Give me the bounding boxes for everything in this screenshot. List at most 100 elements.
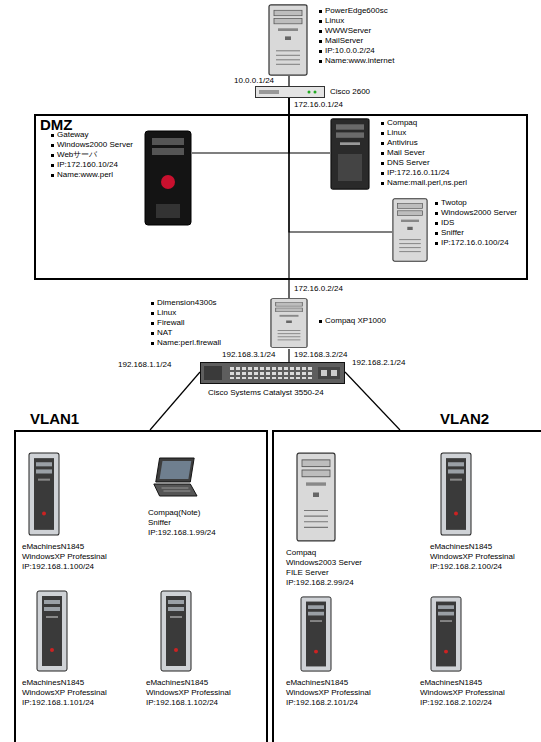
spec-line: Firewall	[150, 318, 185, 328]
vlan-box: CompaqWindows2003 ServerFILE ServerIP:19…	[272, 430, 541, 742]
spec-line: IP:172.16.0.11/24	[380, 168, 450, 178]
server-node: GatewayWindows2000 ServerWebサーバIP:172.16…	[48, 126, 192, 228]
firewall-node: Dimension4300sLinuxFirewallNATName:perl.…	[150, 298, 388, 349]
spec-line: Name:mail.perl,ns.perl	[380, 178, 467, 188]
address-label: 192.168.3.2/24	[294, 350, 347, 360]
spec-line: PowerEdge600sc	[318, 6, 388, 16]
server-tower	[145, 131, 191, 225]
spec-line: Name:www.perl	[50, 170, 113, 180]
spec-line: IP:192.168.1.102/24	[146, 698, 218, 708]
network-link	[345, 372, 400, 430]
spec-line: IP:10.0.0.2/24	[318, 46, 375, 56]
spec-line: IP:192.168.1.100/24	[22, 562, 94, 572]
server-tower	[297, 453, 335, 541]
vlan-heading: VLAN2	[440, 410, 489, 427]
spec-line: eMachinesN1845	[146, 678, 208, 688]
network-link	[289, 98, 392, 232]
spec-line: WindowsXP Professinal	[420, 688, 505, 698]
pc-tower	[431, 597, 461, 671]
spec-line: IDS	[434, 218, 454, 228]
spec-line: IP:172.16.0.100/24	[434, 238, 509, 248]
spec-line: Sniffer	[148, 518, 171, 528]
spec-line: Windows2000 Server	[434, 208, 517, 218]
spec-line: WWWServer	[318, 26, 371, 36]
spec-line: Name:perl.firewall	[150, 338, 221, 348]
spec-line: Compaq	[380, 118, 417, 128]
pc-node: eMachinesN1845WindowsXP ProfessinalIP:19…	[430, 452, 517, 573]
vlan-heading: VLAN1	[30, 410, 79, 427]
network-link	[288, 76, 289, 86]
server-node: CompaqWindows2003 ServerFILE ServerIP:19…	[286, 452, 365, 589]
pc-node: eMachinesN1845WindowsXP ProfessinalIP:19…	[146, 590, 233, 709]
server-tower	[331, 119, 369, 189]
switch-node: Cisco Systems Catalyst 3550-24	[200, 362, 345, 399]
spec-line: eMachinesN1845	[420, 678, 482, 688]
zone-heading: DMZ	[40, 116, 73, 133]
spec-line: WindowsXP Professinal	[22, 552, 107, 562]
address-label: 192.168.3.1/24	[222, 350, 275, 360]
zone-box: GatewayWindows2000 ServerWebサーバIP:172.16…	[34, 114, 528, 280]
server-tower	[269, 5, 307, 75]
spec-line: IP:192.168.1.99/24	[148, 528, 216, 538]
spec-line: DNS Server	[380, 158, 430, 168]
device-name: Cisco Systems Catalyst 3550-24	[208, 388, 324, 398]
pc-tower	[37, 591, 67, 671]
pc-tower	[441, 453, 471, 535]
address-label: 10.0.0.1/24	[234, 76, 274, 86]
spec-line: FILE Server	[286, 568, 329, 578]
switch-icon	[201, 363, 345, 384]
server-node: PowerEdge600scLinuxWWWServerMailServerIP…	[268, 4, 397, 76]
address-label: 172.16.0.2/24	[294, 284, 343, 294]
spec-line: eMachinesN1845	[22, 542, 84, 552]
pc-node: eMachinesN1845WindowsXP ProfessinalIP:19…	[22, 452, 109, 573]
server-tower	[393, 199, 427, 261]
spec-line: Webサーバ	[50, 150, 97, 160]
network-link	[150, 372, 200, 430]
pc-node: eMachinesN1845WindowsXP ProfessinalIP:19…	[420, 596, 507, 709]
address-label: 192.168.2.1/24	[352, 358, 405, 368]
address-label: 172.16.0.1/24	[294, 100, 343, 110]
spec-line: eMachinesN1845	[22, 678, 84, 688]
server-node: CompaqLinuxAntivirusMail SeverDNS Server…	[330, 118, 470, 190]
server-node: TwotopWindows2000 ServerIDSSnifferIP:172…	[392, 196, 520, 264]
pc-tower	[29, 453, 59, 535]
spec-line: MailServer	[318, 36, 363, 46]
spec-line: Name:www.internet	[318, 56, 394, 66]
spec-line: IP:192.168.2.101/24	[286, 698, 358, 708]
vlan-box: eMachinesN1845WindowsXP ProfessinalIP:19…	[14, 430, 268, 742]
spec-line: Dimension4300s	[150, 298, 217, 308]
spec-line: Linux	[318, 16, 344, 26]
spec-line: WindowsXP Professinal	[286, 688, 371, 698]
spec-line: IP:172.160.10/24	[50, 160, 118, 170]
spec-line: Compaq(Note)	[148, 508, 200, 518]
spec-line: eMachinesN1845	[286, 678, 348, 688]
spec-line: Windows2003 Server	[286, 558, 362, 568]
laptop-icon	[154, 458, 197, 496]
pc-tower	[301, 597, 331, 671]
spec-line: IP:192.168.1.101/24	[22, 698, 94, 708]
spec-line: NAT	[150, 328, 172, 338]
spec-line: WindowsXP Professinal	[146, 688, 231, 698]
pc-tower	[161, 591, 191, 671]
network-link	[288, 98, 289, 298]
spec-line: IP:192.168.2.102/24	[420, 698, 492, 708]
spec-line: Linux	[150, 308, 176, 318]
firewall-tower	[271, 299, 307, 348]
network-link	[288, 349, 289, 362]
network-link	[192, 98, 289, 153]
spec-line: WindowsXP Professinal	[430, 552, 515, 562]
pc-node: eMachinesN1845WindowsXP ProfessinalIP:19…	[286, 596, 373, 709]
spec-line: Twotop	[434, 198, 467, 208]
spec-line: IP:192.168.2.99/24	[286, 578, 354, 588]
spec-line: Compaq	[286, 548, 316, 558]
spec-line: Sniffer	[434, 228, 464, 238]
spec-line: WindowsXP Professinal	[22, 688, 107, 698]
spec-line: Windows2000 Server	[50, 140, 133, 150]
spec-line: Compaq XP1000	[318, 316, 386, 326]
laptop-node: Compaq(Note)SnifferIP:192.168.1.99/24	[148, 452, 218, 539]
spec-line: Antivirus	[380, 138, 418, 148]
spec-line: IP:192.168.2.100/24	[430, 562, 502, 572]
spec-line: Linux	[380, 128, 406, 138]
